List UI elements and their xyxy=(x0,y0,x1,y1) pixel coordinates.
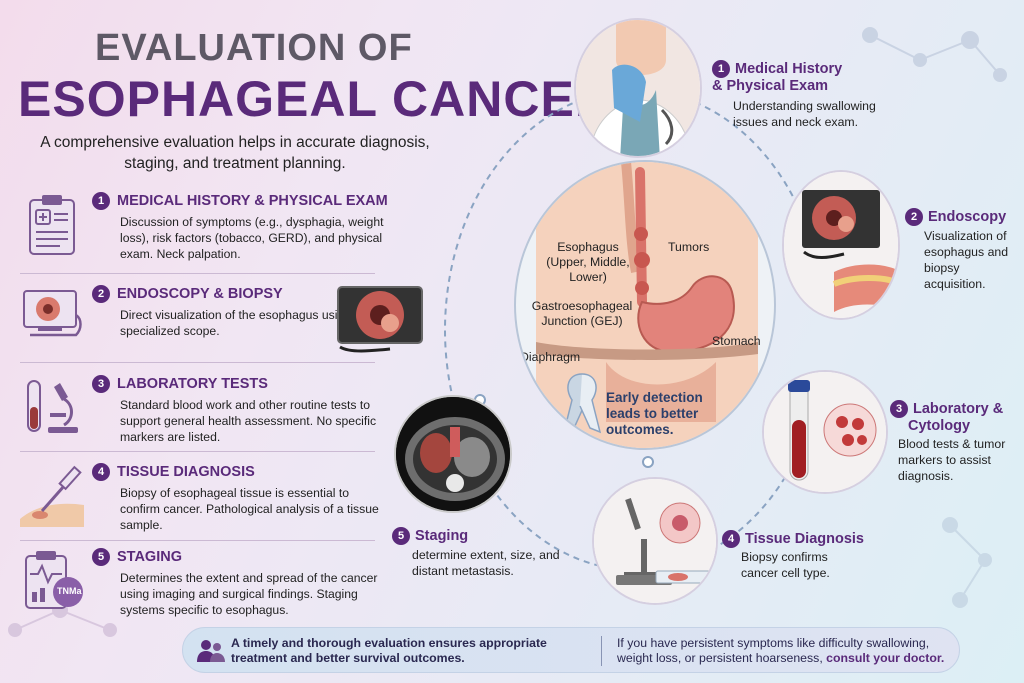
microscope-slide-icon xyxy=(594,479,716,603)
left-step-desc: Discussion of symptoms (e.g., dysphagia,… xyxy=(120,215,384,261)
molecule-decoration-icon xyxy=(8,602,117,637)
right-step-desc: determine extent, size, and distant meta… xyxy=(412,548,560,578)
left-step-4: 4 TISSUE DIAGNOSIS Biopsy of esophageal t… xyxy=(20,463,379,538)
tnm-clipboard-icon xyxy=(25,551,83,609)
left-step-1: 1 MEDICAL HISTORY & PHYSICAL EXAM Discuss… xyxy=(20,192,388,270)
tissue-diagnosis-image xyxy=(592,477,718,605)
footer-banner: A timely and thorough evaluation ensures… xyxy=(182,627,960,673)
step-number-badge: 5 xyxy=(92,548,110,566)
step-number-badge: 3 xyxy=(890,400,908,418)
left-step-desc: Determines the extent and spread of the … xyxy=(120,571,378,617)
step-number-badge: 4 xyxy=(722,530,740,548)
step-number-badge: 2 xyxy=(905,208,923,226)
right-step-title: & Physical Exam xyxy=(712,78,829,94)
left-step-2: 2 ENDOSCOPY & BIOPSY Direct visualization… xyxy=(20,285,423,360)
endoscopy-monitor-tissue-icon xyxy=(784,172,898,318)
divider xyxy=(20,362,375,363)
divider xyxy=(20,451,375,452)
early-detection-text: Early detection leads to better outcomes… xyxy=(606,390,703,437)
left-step-desc: Standard blood work and other routine te… xyxy=(120,398,377,444)
footer-right-text: If you have persistent symptoms like dif… xyxy=(617,636,957,666)
left-step-3: 3 LABORATORY TESTS Standard blood work an… xyxy=(20,375,376,450)
right-step-title: Tissue Diagnosis xyxy=(745,530,864,547)
page-title-line1: EVALUATION OF xyxy=(95,27,413,69)
blood-tube-cells-icon xyxy=(764,372,886,492)
stomach-label: Stomach xyxy=(712,334,761,348)
left-step-5: TNMa 5 STAGING Determines the extent and … xyxy=(20,548,377,623)
tnm-badge: TNMa xyxy=(57,586,82,596)
test-tube-microscope-icon xyxy=(27,380,78,433)
gej-label: Gastroesophageal Junction (GEJ) xyxy=(531,299,633,328)
tumors-label: Tumors xyxy=(668,240,710,254)
molecule-decoration-icon xyxy=(862,27,1007,82)
left-step-title: TISSUE DIAGNOSIS xyxy=(117,463,255,480)
doctor-neck-exam-icon xyxy=(576,20,700,156)
step-number-badge: 5 xyxy=(392,527,410,545)
right-step-title: Staging xyxy=(415,527,469,544)
left-step-title: LABORATORY TESTS xyxy=(117,375,268,392)
intro-text: A comprehensive evaluation helps in accu… xyxy=(40,134,430,172)
right-step-title: Endoscopy xyxy=(928,208,1007,225)
ct-scan-image xyxy=(394,395,512,513)
ct-scan-icon xyxy=(396,397,510,511)
step-number-badge: 2 xyxy=(92,285,110,303)
diaphragm-label: Diaphragm xyxy=(520,350,581,364)
awareness-ribbon-icon xyxy=(562,373,602,434)
right-step-desc: Visualization of esophagus and biopsy ac… xyxy=(924,229,1009,291)
right-step-desc: Biopsy confirms cancer cell type. xyxy=(741,550,830,580)
left-step-desc: Biopsy of esophageal tissue is essential… xyxy=(120,486,379,532)
left-step-title: ENDOSCOPY & BIOPSY xyxy=(117,285,283,302)
left-step-desc: Direct visualization of the esophagus us… xyxy=(120,308,362,338)
left-step-title: MEDICAL HISTORY & PHYSICAL EXAM xyxy=(117,192,388,209)
consult-doctor-link: consult your doctor. xyxy=(826,651,945,665)
page-title-line2: ESOPHAGEAL CANCER xyxy=(18,71,612,127)
footer-right-message: If you have persistent symptoms like dif… xyxy=(617,636,930,665)
footer-divider xyxy=(601,636,602,666)
biopsy-needle-icon xyxy=(20,465,84,527)
left-step-title: STAGING xyxy=(117,548,182,565)
clipboard-icon xyxy=(29,195,75,255)
right-step-title: Cytology xyxy=(908,418,971,434)
endoscopy-image xyxy=(782,170,900,320)
molecule-decoration-icon xyxy=(942,517,992,608)
divider xyxy=(20,540,375,541)
right-step-desc: Understanding swallowing issues and neck… xyxy=(733,99,876,129)
right-step-title: Laboratory & xyxy=(913,400,1004,417)
footer-left-text: A timely and thorough evaluation ensures… xyxy=(231,636,547,665)
esophagus-label: Esophagus (Upper, Middle, Lower) xyxy=(546,240,630,284)
laboratory-image xyxy=(762,370,888,494)
anatomy-diagram: Esophagus (Upper, Middle, Lower) Tumors … xyxy=(514,160,776,450)
divider xyxy=(20,273,375,274)
step-number-badge: 3 xyxy=(92,375,110,393)
right-step-desc: Blood tests & tumor markers to assist di… xyxy=(898,437,1006,483)
patient-doctor-icon xyxy=(197,640,225,662)
right-step-title: Medical History xyxy=(735,60,843,77)
physical-exam-image xyxy=(574,18,702,158)
step-number-badge: 1 xyxy=(712,60,730,78)
step-number-badge: 4 xyxy=(92,463,110,481)
endoscopy-monitor-image-icon xyxy=(337,286,423,353)
endoscope-monitor-icon xyxy=(23,290,82,337)
step-number-badge: 1 xyxy=(92,192,110,210)
